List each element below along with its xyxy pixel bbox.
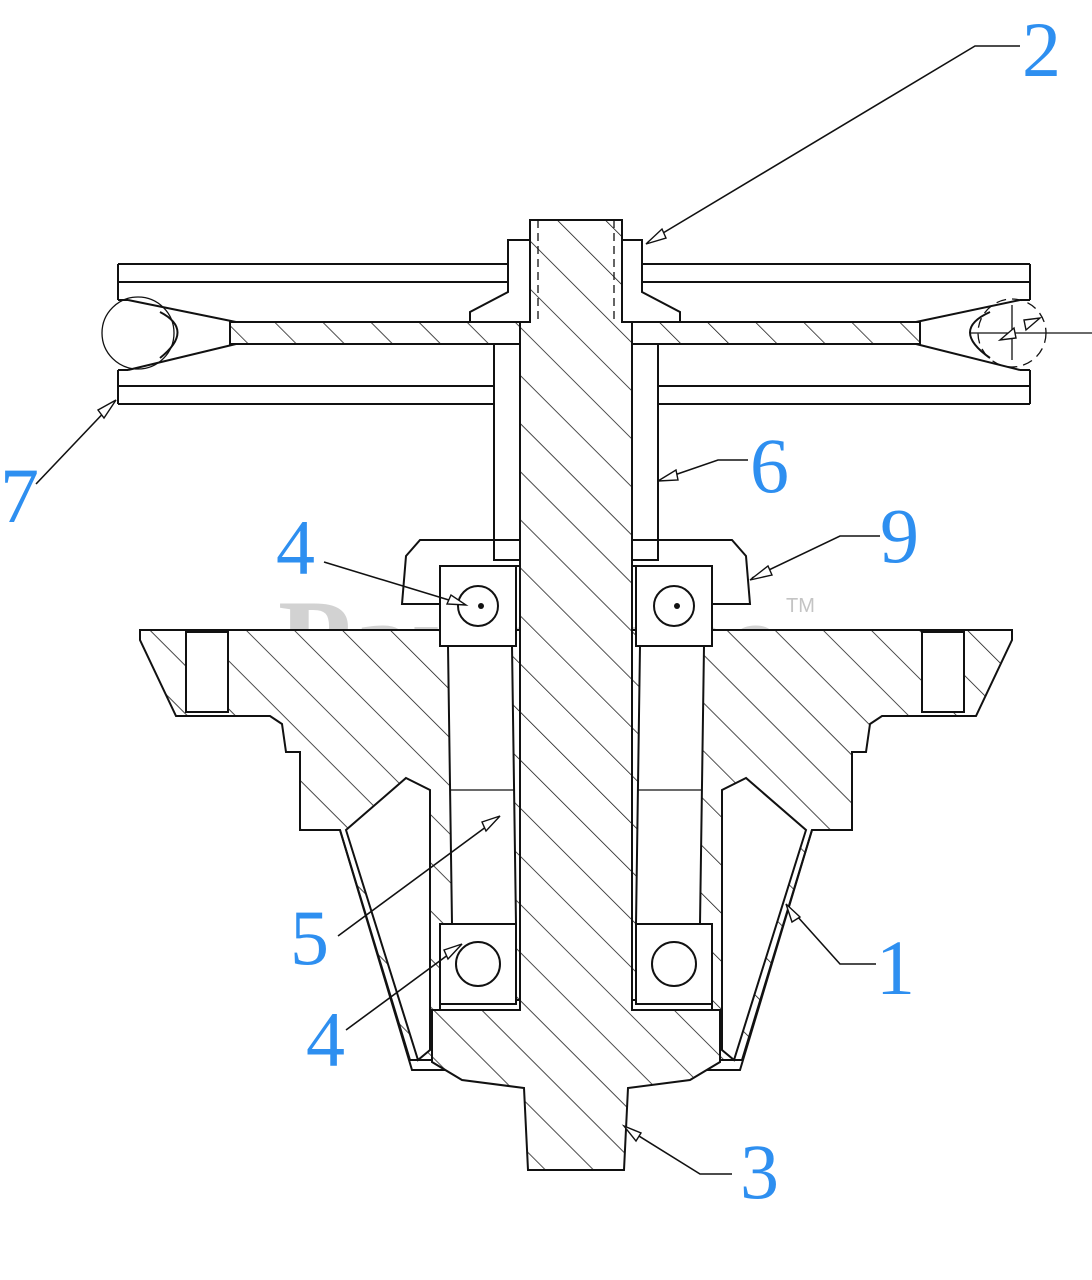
callout-7: 7: [0, 452, 39, 539]
callout-2: 2: [1022, 6, 1061, 93]
callout-5: 5: [290, 894, 329, 981]
watermark-trademark: TM: [786, 595, 815, 617]
leaders: [35, 45, 1043, 1175]
bearings: [439, 565, 713, 1005]
callout-4-lower: 4: [306, 996, 345, 1083]
callout-1: 1: [876, 924, 915, 1011]
callouts: 2 7 6 9 4 5 1 4 3: [0, 6, 1061, 1215]
inner-spacer: [446, 645, 706, 925]
callout-3: 3: [740, 1128, 779, 1215]
callout-4-upper: 4: [276, 504, 315, 591]
spacer-tube: [493, 343, 659, 561]
callout-6: 6: [750, 422, 789, 509]
pulley: [101, 239, 1092, 405]
callout-9: 9: [880, 492, 919, 579]
spindle-shaft: [431, 219, 721, 1171]
